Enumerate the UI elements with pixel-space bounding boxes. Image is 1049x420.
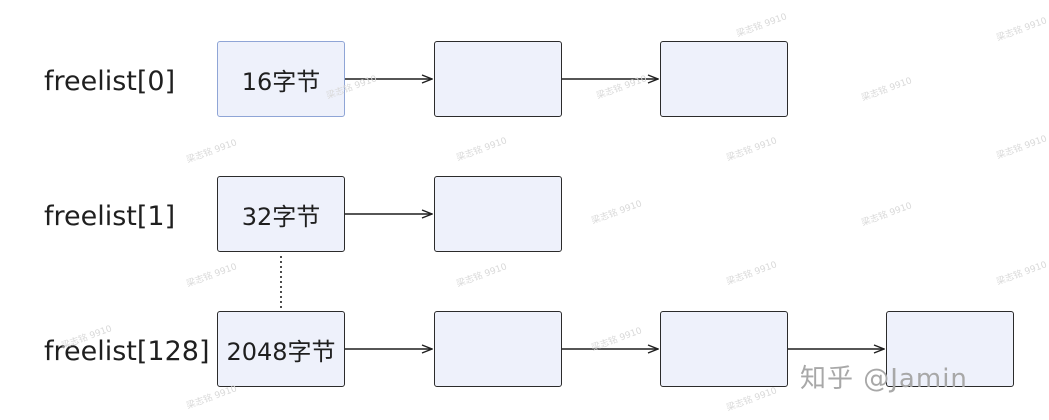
freelist-0-block <box>660 41 788 117</box>
row-label-freelist-128: freelist[128] <box>44 336 210 367</box>
freelist-0-block <box>434 41 562 117</box>
brand-watermark: 知乎 @Jamin <box>800 364 968 394</box>
freelist-0-block-head: 16字节 <box>217 41 345 117</box>
row-label-freelist-0: freelist[0] <box>44 66 176 97</box>
freelist-128-block <box>434 311 562 387</box>
freelist-128-block <box>660 311 788 387</box>
row-label-freelist-1: freelist[1] <box>44 201 176 232</box>
freelist-1-block-head: 32字节 <box>217 176 345 252</box>
freelist-128-block <box>886 311 1014 387</box>
freelist-128-block-head: 2048字节 <box>217 311 345 387</box>
freelist-1-block <box>434 176 562 252</box>
